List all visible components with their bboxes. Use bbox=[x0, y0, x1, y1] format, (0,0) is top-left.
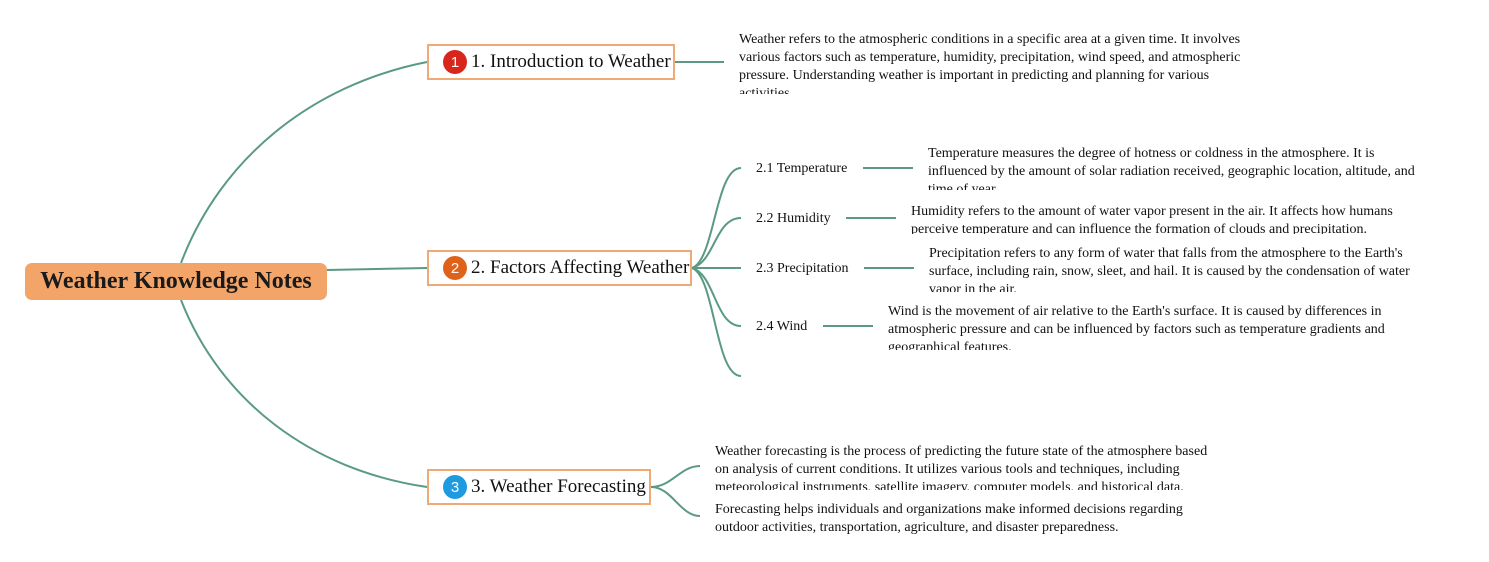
link-root-topic-3 bbox=[180, 299, 428, 488]
topic-label: 1. Introduction to Weather bbox=[471, 51, 671, 72]
subtopic-humidity[interactable]: 2.2 Humidity bbox=[756, 211, 831, 226]
link-sub-2-1 bbox=[691, 167, 742, 269]
root-title: Weather Knowledge Notes bbox=[40, 268, 312, 294]
topic-label: 2. Factors Affecting Weather bbox=[471, 257, 690, 278]
topic-forecasting[interactable]: 3 3. Weather Forecasting bbox=[427, 469, 651, 505]
note-forecasting-definition: Weather forecasting is the process of pr… bbox=[715, 444, 1208, 490]
topic-label: 3. Weather Forecasting bbox=[471, 476, 646, 497]
note-precipitation: Precipitation refers to any form of wate… bbox=[929, 246, 1410, 292]
link-root-topic-1 bbox=[180, 61, 428, 264]
note-wind: Wind is the movement of air relative to … bbox=[888, 304, 1385, 350]
subtopic-wind[interactable]: 2.4 Wind bbox=[756, 319, 808, 334]
link-root-topic-2 bbox=[326, 267, 428, 271]
link-topic-3-note-2 bbox=[650, 486, 701, 517]
topic-factors[interactable]: 2 2. Factors Affecting Weather bbox=[427, 250, 692, 286]
topic-introduction[interactable]: 1 1. Introduction to Weather bbox=[427, 44, 675, 80]
number-1-icon: 1 bbox=[443, 50, 467, 74]
note-humidity: Humidity refers to the amount of water v… bbox=[911, 204, 1393, 234]
root-topic[interactable]: Weather Knowledge Notes bbox=[25, 263, 327, 300]
number-3-icon: 3 bbox=[443, 475, 467, 499]
link-sub-2-2 bbox=[691, 217, 742, 269]
note-forecasting-benefits: Forecasting helps individuals and organi… bbox=[715, 502, 1183, 535]
note-introduction: Weather refers to the atmospheric condit… bbox=[739, 32, 1241, 94]
link-sub-2-4 bbox=[691, 267, 742, 327]
note-temperature: Temperature measures the degree of hotne… bbox=[928, 146, 1415, 190]
subtopic-temperature[interactable]: 2.1 Temperature bbox=[756, 161, 848, 176]
link-topic-3-note-1 bbox=[650, 465, 701, 488]
subtopic-precipitation[interactable]: 2.3 Precipitation bbox=[756, 261, 849, 276]
link-sub-2-5 bbox=[691, 267, 742, 377]
number-2-icon: 2 bbox=[443, 256, 467, 280]
